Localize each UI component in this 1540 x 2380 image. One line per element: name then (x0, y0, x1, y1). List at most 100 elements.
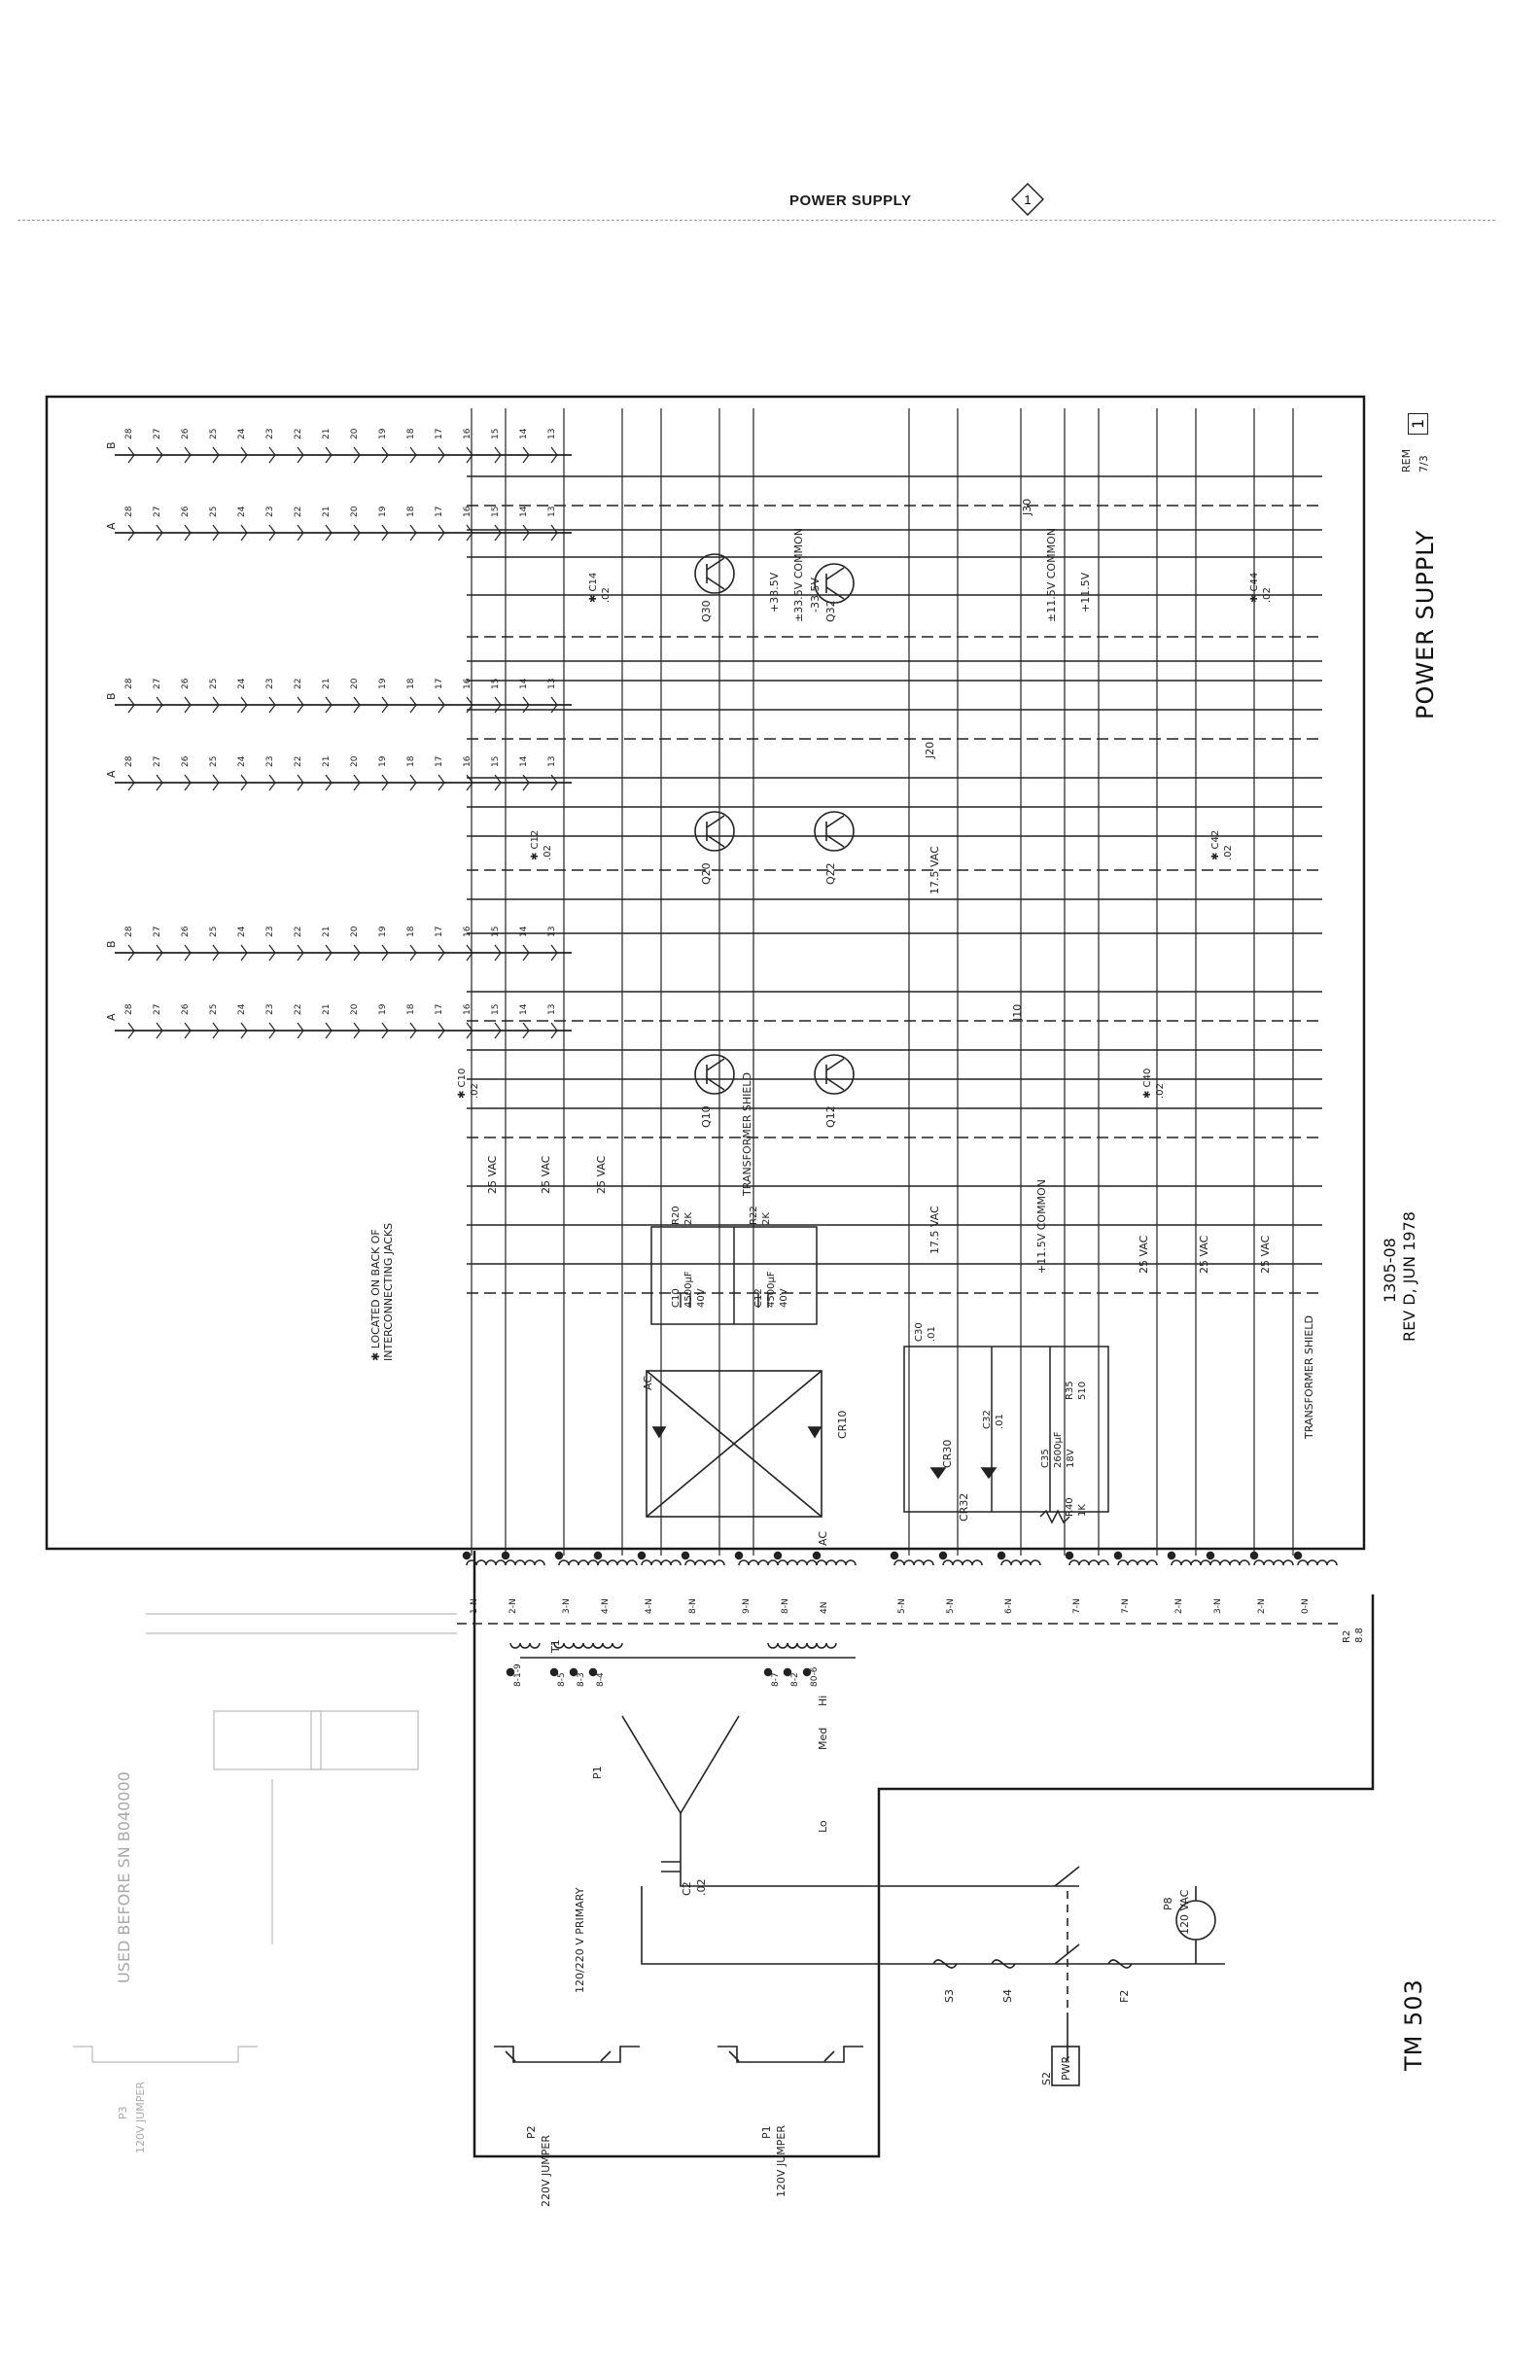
jack-pin-number: 22 (294, 428, 303, 439)
primary-winding-coil (806, 1642, 837, 1649)
jack-pin-number: 25 (209, 755, 219, 767)
primary-circuit (520, 1657, 1225, 2086)
capacitor-label: ✱ C10 (457, 1068, 468, 1099)
winding-label: 3-N (562, 1598, 572, 1614)
jack-pin-chevron (156, 1022, 163, 1039)
winding-label: 6-N (1004, 1598, 1014, 1614)
jack-pin-number: 16 (463, 1003, 472, 1015)
jack-pin-chevron (297, 696, 304, 714)
col-b-j20: B (105, 692, 118, 700)
jack-pin-chevron (127, 446, 135, 464)
transistor-q22-symbol (814, 811, 855, 852)
winding-label: 2-N (1257, 1598, 1267, 1614)
capacitor-label: ✱ C44 (1249, 572, 1260, 603)
winding-terminal-dot (1249, 1551, 1259, 1560)
jack-pin-chevron (522, 446, 530, 464)
jack-pin-number: 17 (435, 506, 444, 517)
filter-cap-label: C12 (753, 1288, 764, 1308)
cap-c2-value: .02 (695, 1878, 708, 1897)
jack-pin-chevron (184, 944, 192, 962)
transformer-t1-label: T1 (549, 1639, 562, 1653)
jack-pin-number: 23 (265, 678, 275, 689)
winding-label: 8-N (781, 1598, 790, 1614)
transformer-winding-coil (816, 1559, 857, 1566)
jack-pin-chevron (438, 524, 445, 542)
jack-pin-chevron (522, 524, 530, 542)
jack-pin-chevron (268, 446, 276, 464)
fuses (932, 1959, 1133, 1969)
jack-pin-number: 23 (265, 428, 275, 439)
jack-pin-number: 18 (406, 506, 416, 517)
jack-pin-chevron (184, 774, 192, 791)
jack-pin-number: 20 (350, 506, 360, 517)
jack-pin-chevron (127, 944, 135, 962)
transistor-q30-symbol (694, 553, 735, 594)
primary-terminal-dot (506, 1667, 515, 1677)
transformer-winding-coil (558, 1559, 599, 1566)
jack-pin-chevron (438, 696, 445, 714)
capacitor-value: .02 (601, 587, 612, 603)
jack-pin-number: 13 (547, 428, 557, 439)
jack-pin-number: 20 (350, 1003, 360, 1015)
switch-s3-label: S3 (943, 1989, 956, 2003)
winding-label: 1-N (470, 1598, 479, 1614)
jack-pin-chevron (325, 774, 332, 791)
jack-pin-chevron (409, 1022, 417, 1039)
jack-pin-chevron (297, 446, 304, 464)
jack-pin-number: 25 (209, 926, 219, 937)
jack-pin-chevron (325, 1022, 332, 1039)
capacitor-value: .02 (542, 845, 553, 860)
transformer-winding-coil (1068, 1559, 1109, 1566)
jack-pin-chevron (127, 696, 135, 714)
rail-plus-335-label: +33.5V (768, 572, 781, 612)
jack-pin-number: 26 (181, 428, 191, 439)
jack-pin-number: 18 (406, 755, 416, 767)
vac-25-label-1: 25 VAC (486, 1155, 499, 1194)
jack-pin-number: 20 (350, 755, 360, 767)
jack-pin-chevron (268, 944, 276, 962)
col-a-j10: A (105, 1013, 118, 1021)
jack-pin-chevron (353, 524, 361, 542)
jack-pin-chevron (381, 774, 389, 791)
transformer-winding-coil (893, 1559, 934, 1566)
jack-pin-number: 15 (491, 428, 501, 439)
jumper-p2-label: P2 (525, 2125, 538, 2139)
jack-pin-chevron (212, 524, 220, 542)
jack-pin-number: 25 (209, 428, 219, 439)
jack-pin-number: 17 (435, 428, 444, 439)
connector-p1-label: P1 (591, 1766, 604, 1779)
jack-j10-label: J10 (1011, 1003, 1024, 1021)
jack-pin-chevron (438, 446, 445, 464)
jack-pin-number: 19 (378, 506, 388, 517)
small-cap-value: .01 (927, 1326, 937, 1342)
transistor-collector (706, 1058, 725, 1071)
jack-pin-chevron (268, 774, 276, 791)
jack-pin-chevron (156, 944, 163, 962)
switch-s2-label: S2 (1040, 2072, 1053, 2085)
transistor-q30-label: Q30 (700, 600, 713, 622)
jumper-p1-label: P1 (760, 2125, 773, 2139)
capacitor-label: ✱ C14 (588, 572, 599, 603)
plug-p8-voltage: 120 VAC (1178, 1889, 1191, 1935)
jack-pin-chevron (297, 524, 304, 542)
jack-pin-chevron (494, 524, 502, 542)
primary-tap-label: 8-5 (557, 1672, 567, 1687)
col-b-j10: B (105, 940, 118, 948)
jumper-drawings (494, 2046, 863, 2063)
transistor-q22-label: Q22 (824, 862, 837, 885)
jack-pin-number: 13 (547, 1003, 557, 1015)
primary-tap-label: 8-7 (771, 1672, 781, 1687)
resistor-value: 2K (761, 1212, 772, 1225)
winding-terminal-dot (501, 1551, 510, 1560)
jack-pin-number: 19 (378, 1003, 388, 1015)
jack-pin-chevron (550, 944, 558, 962)
jack-pin-number: 21 (322, 428, 332, 439)
transistor-q32-symbol (814, 563, 855, 604)
rail-plus-115-label: +11.5V (1079, 572, 1092, 612)
transistor-q12-symbol (814, 1054, 855, 1095)
jack-pin-chevron (466, 1022, 473, 1039)
primary-winding-coil (592, 1642, 623, 1649)
jack-pin-number: 13 (547, 755, 557, 767)
jack-pin-chevron (127, 524, 135, 542)
